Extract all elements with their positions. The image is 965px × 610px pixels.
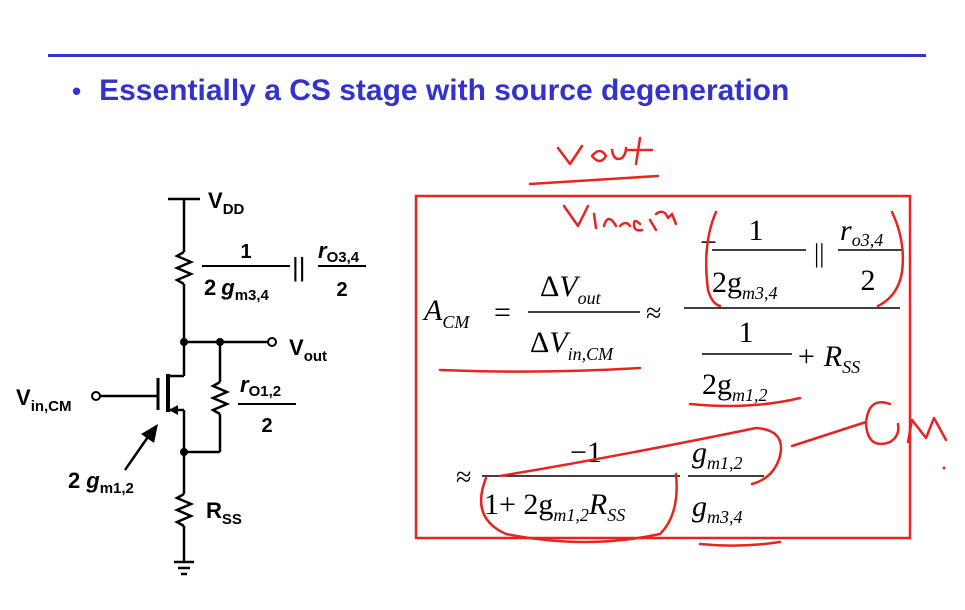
ink-underline-gm xyxy=(688,396,802,408)
ink-vin xyxy=(562,204,632,230)
load-2g: 2gm3,4 xyxy=(712,266,778,303)
ink-loop-den xyxy=(479,472,678,544)
vout-label: Vout xyxy=(289,335,327,365)
plus-rss: + RSS xyxy=(796,340,860,377)
rss-label: RSS xyxy=(206,498,242,528)
ink-vout-v xyxy=(556,144,584,166)
vin-label: Vin,CM xyxy=(16,385,72,415)
load-one: 1 xyxy=(749,214,764,247)
equation: ACM = ΔVout ΔVin,CM ≈ − 1 2gm3,4 || ro3,… xyxy=(422,214,902,527)
ink-vout-t xyxy=(626,136,654,166)
ink-gm-pointer xyxy=(790,420,868,448)
second-denominator: 1+ 2gm1,2RSS xyxy=(484,488,625,525)
ink-underline-vout xyxy=(528,174,660,186)
circuit-diagram xyxy=(91,197,277,576)
handwritten-annotations xyxy=(438,136,948,547)
ro34-numerator: ro3,4 xyxy=(840,214,883,250)
load-numerator: 1 xyxy=(240,241,251,263)
ro34-denominator: 2 xyxy=(861,264,876,297)
rss-resistor xyxy=(173,492,195,528)
gm12-denominator: 2gm1,2 xyxy=(702,368,768,405)
ink-vout-u xyxy=(610,146,628,161)
ink-dot xyxy=(942,466,946,470)
ink-arc-top xyxy=(498,426,783,486)
bullet-text: Essentially a CS stage with source degen… xyxy=(99,74,790,107)
parallel-symbol: || xyxy=(292,252,306,282)
ink-vout-o xyxy=(590,149,608,163)
ink-underline-gm34 xyxy=(698,540,782,547)
gm-arrowhead xyxy=(141,424,158,443)
approx-sign-2: ≈ xyxy=(456,462,471,493)
gm34-ratio-den: gm3,4 xyxy=(692,490,743,527)
source-arrow xyxy=(169,405,178,415)
ink-right-paren xyxy=(876,210,905,308)
ink-cm xyxy=(632,210,678,232)
gm12-ratio-num: gm1,2 xyxy=(692,436,743,473)
title-rule xyxy=(48,54,926,57)
approx-sign: ≈ xyxy=(646,298,661,329)
ink-left-paren xyxy=(704,210,722,308)
vdd-label: VDD xyxy=(208,188,245,218)
vin-terminal xyxy=(91,391,101,401)
parallel-symbol: || xyxy=(814,239,824,268)
ro12-denominator: 2 xyxy=(261,415,272,437)
dvout-numerator: ΔVout xyxy=(540,270,602,308)
vout-terminal xyxy=(267,337,277,347)
bullet-point: • Essentially a CS stage with source deg… xyxy=(72,74,789,108)
bullet-icon: • xyxy=(72,75,82,106)
ink-gm-word xyxy=(864,401,948,446)
equals-sign: = xyxy=(494,296,511,329)
gm-pointer xyxy=(123,433,152,471)
ro34-label: rO3,4 xyxy=(318,238,360,266)
gm12-one: 1 xyxy=(739,316,754,349)
ro34-denominator: 2 xyxy=(336,279,347,301)
dvin-denominator: ΔVin,CM xyxy=(530,326,614,364)
ink-underline-acm xyxy=(438,366,642,373)
ro-resistor xyxy=(209,380,231,416)
equation-box xyxy=(414,194,912,540)
acm-symbol: ACM xyxy=(422,294,470,332)
ro12-label: rO1,2 xyxy=(240,372,281,400)
load-resistor xyxy=(173,250,195,286)
